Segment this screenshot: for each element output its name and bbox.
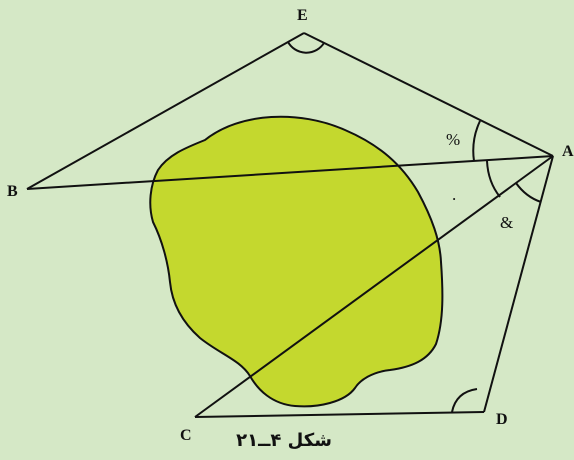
vertex-label-A: A xyxy=(562,143,574,160)
side-AD xyxy=(483,155,554,413)
angle-mark-percent: % xyxy=(446,130,460,149)
angle-arc-D xyxy=(451,388,478,413)
diagonal-AB xyxy=(26,155,554,190)
side-CD xyxy=(194,411,485,418)
angle-arc-A-inner xyxy=(515,182,542,203)
vertex-label-B: B xyxy=(7,183,18,200)
angle-arc-E xyxy=(287,41,325,54)
side-EA xyxy=(303,32,554,157)
diagonal-AC xyxy=(194,155,554,418)
angle-arc-A-lower xyxy=(486,160,501,198)
side-BE xyxy=(26,32,305,190)
angle-mark-ampersand: & xyxy=(500,213,513,232)
vertex-label-D: D xyxy=(496,411,508,428)
figure-caption: شکل ۴ــ۲۱ xyxy=(236,430,332,451)
vertex-label-E: E xyxy=(297,7,308,24)
obstacle-blob xyxy=(149,115,444,408)
vertex-label-C: C xyxy=(180,427,192,444)
dot-mark: . xyxy=(452,185,456,204)
angle-arc-A-upper xyxy=(472,120,481,162)
